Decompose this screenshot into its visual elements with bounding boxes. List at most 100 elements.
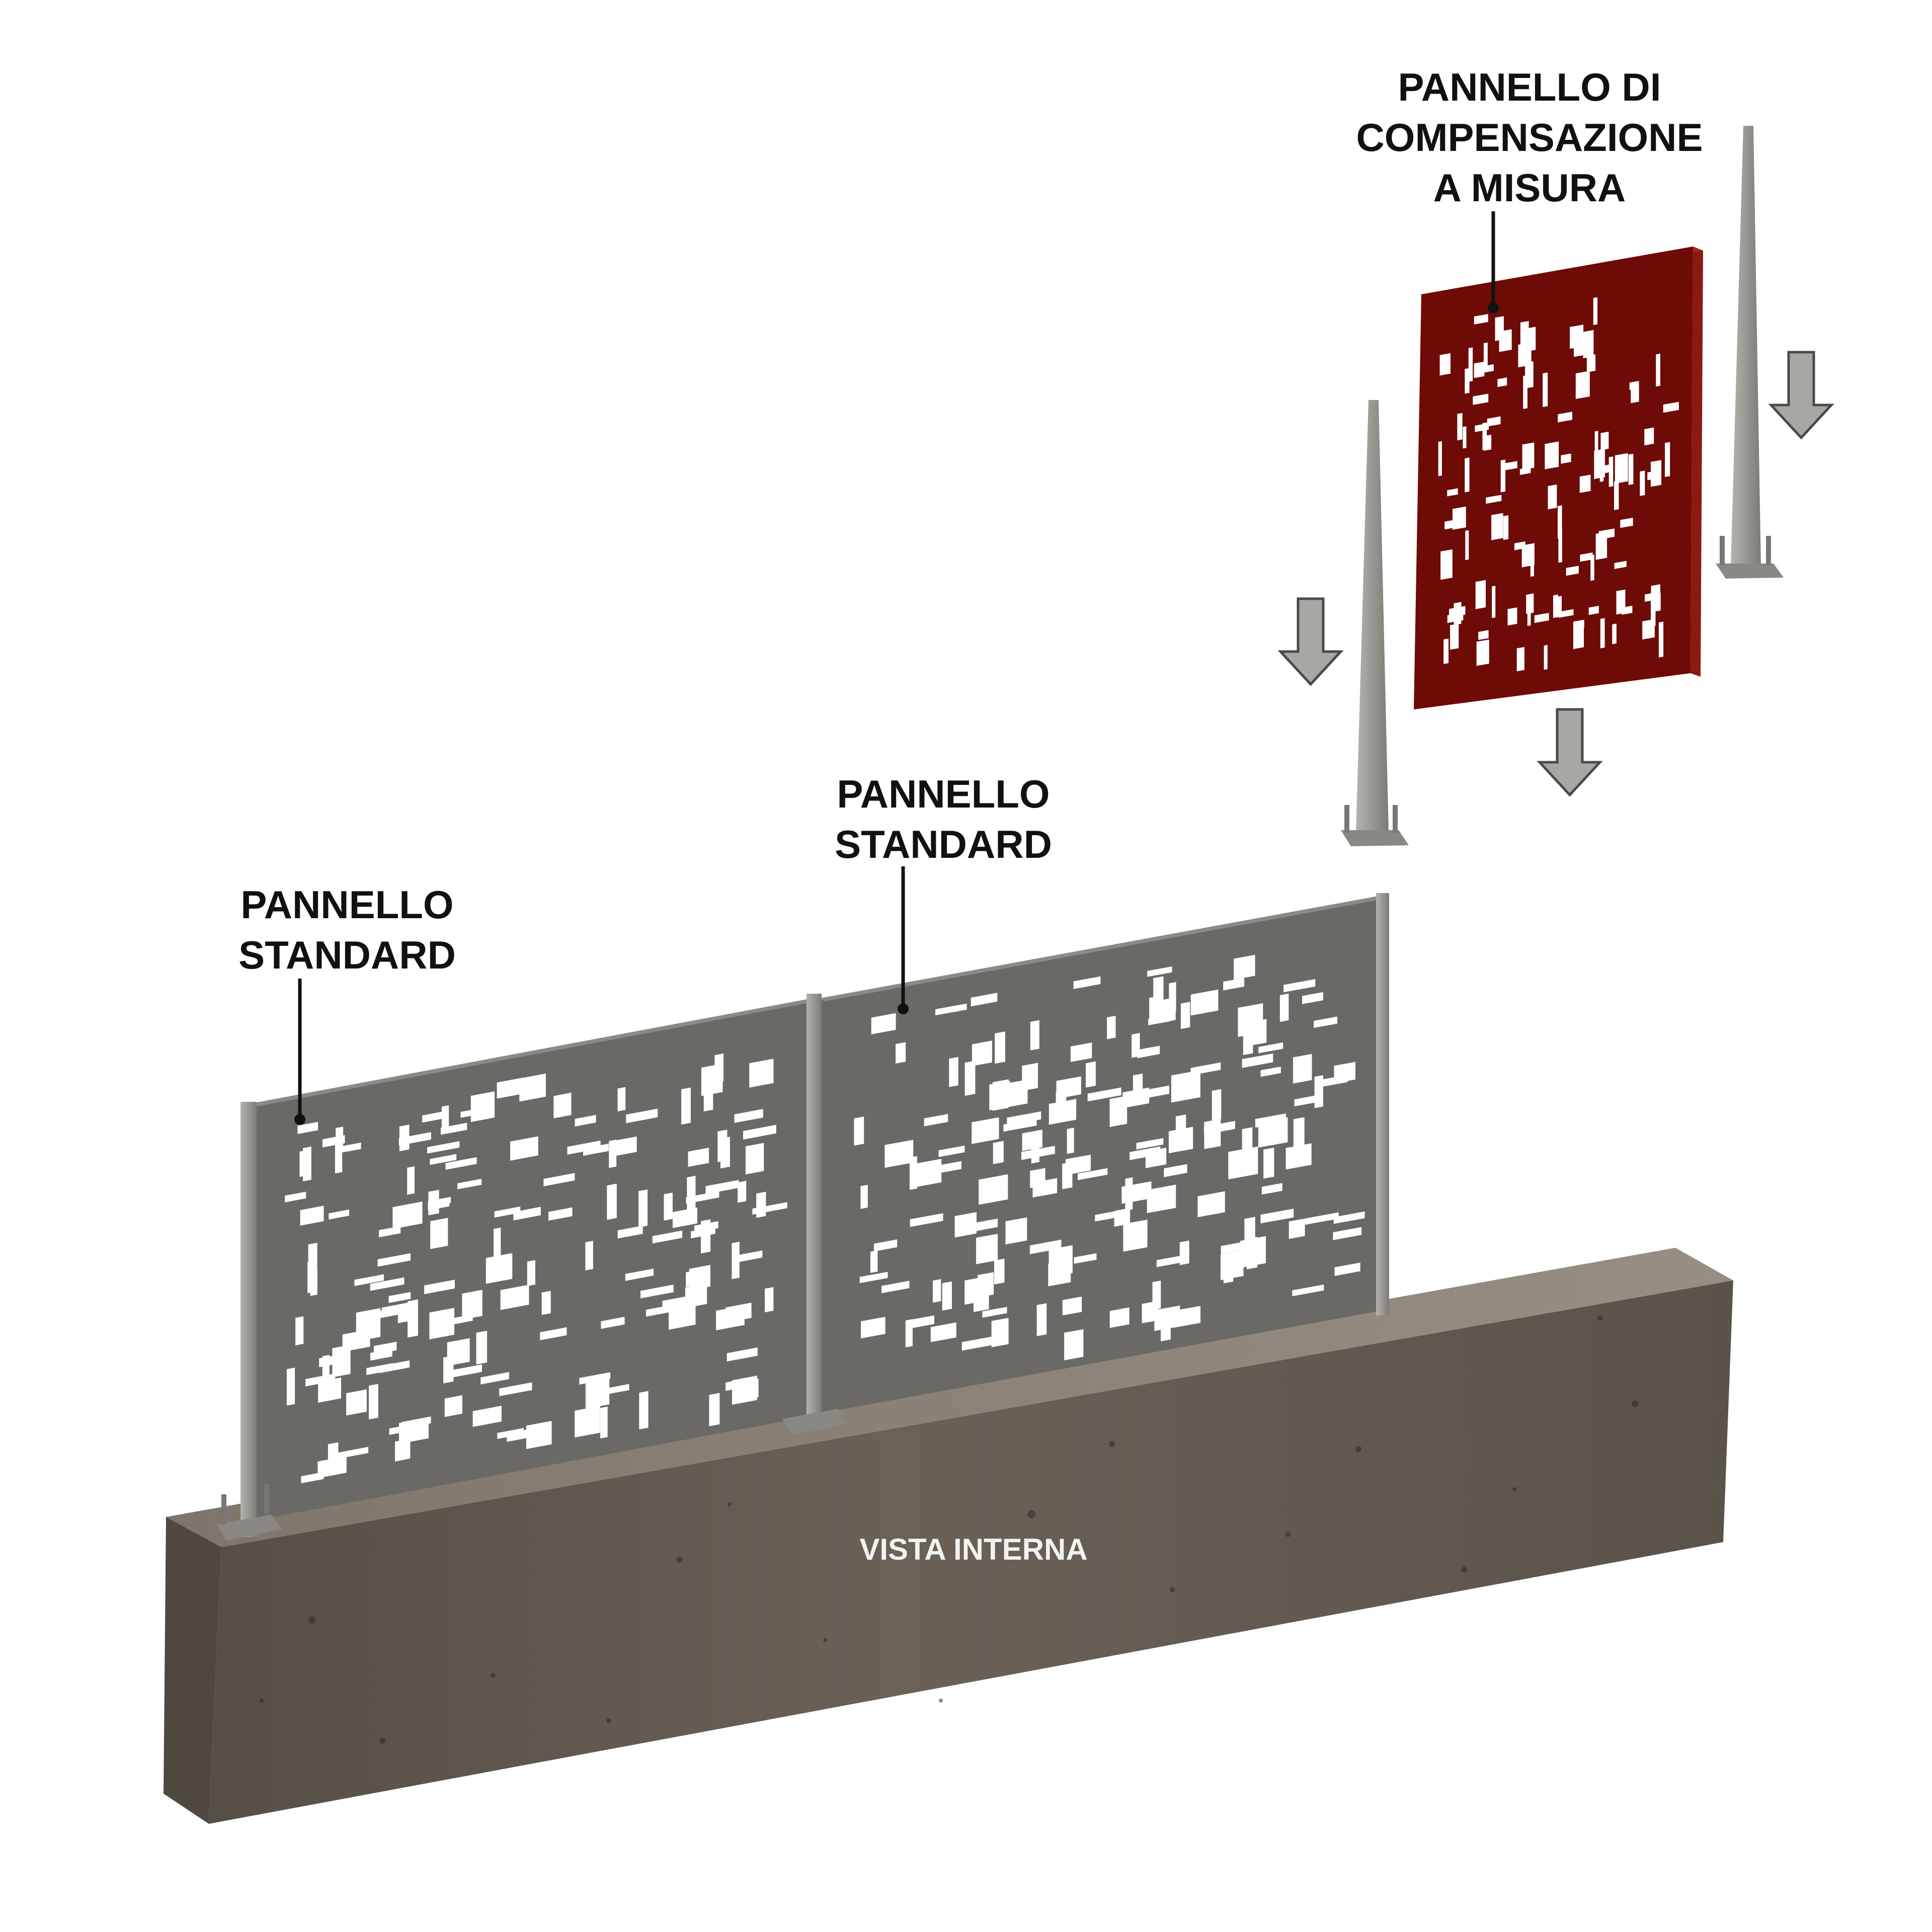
perforation-hole (881, 1280, 910, 1294)
perforation-hole (527, 1260, 535, 1286)
perforation-hole (1029, 1239, 1062, 1254)
perforation-hole (1616, 589, 1626, 615)
perforation-hole (625, 1268, 654, 1281)
perforation-hole (1234, 954, 1255, 980)
callout-text: STANDARD (238, 933, 456, 977)
panel-top-edge (247, 999, 818, 1107)
perforation-hole (370, 1277, 405, 1291)
perforation-hole (1545, 441, 1559, 469)
perforation-hole (1258, 1042, 1283, 1054)
perforation-hole (422, 1111, 446, 1123)
perforation-hole (737, 1250, 763, 1262)
perforation-hole (1228, 1146, 1258, 1180)
perforation-hole (1190, 989, 1219, 1016)
perforation-hole (1260, 1066, 1281, 1077)
perforation-hole (373, 1341, 397, 1355)
perforation-hole (1030, 1168, 1045, 1188)
perforation-hole (688, 1148, 709, 1167)
perforation-hole (1450, 623, 1459, 650)
perforation-hole (1595, 532, 1607, 560)
perforation-hole (443, 1355, 454, 1384)
perforation-hole (430, 1154, 457, 1165)
perforation-hole (1136, 1138, 1164, 1150)
perforation-hole (1021, 1146, 1055, 1160)
perforation-hole (585, 1376, 610, 1409)
perforation-hole (1153, 976, 1164, 1008)
perforation-hole (912, 1315, 934, 1328)
perforation-hole (705, 1180, 739, 1194)
perforation-hole (1620, 518, 1633, 528)
post (1376, 893, 1389, 1316)
perforation-hole (356, 1308, 381, 1342)
perforation-hole (1491, 513, 1503, 540)
perforation-hole (949, 1057, 958, 1087)
perforation-hole (745, 1143, 764, 1175)
perforation-hole (1443, 638, 1449, 664)
perforation-hole (1573, 619, 1584, 650)
perforation-hole (430, 1218, 448, 1249)
perforation-hole (1557, 505, 1562, 539)
perforation-hole (1293, 1054, 1312, 1084)
perforation-hole (1168, 1126, 1193, 1154)
perforation-hole (646, 1305, 673, 1317)
perforation-hole (1614, 560, 1627, 569)
perforation-hole (1492, 586, 1496, 618)
perforation-hole (1543, 372, 1548, 407)
perforation-hole (1588, 606, 1599, 615)
perforation-hole (392, 1201, 423, 1229)
perforation-hole (1612, 623, 1617, 645)
wall-long-face (209, 1280, 1733, 1824)
perforation-hole (500, 1284, 529, 1310)
base-plate (782, 1409, 848, 1435)
perforation-hole (861, 1317, 886, 1339)
perforation-hole (961, 1336, 994, 1351)
perforation-hole (896, 1042, 906, 1064)
perforation-hole (1474, 314, 1488, 325)
perforation-hole (1454, 602, 1462, 625)
perforation-hole (381, 1303, 405, 1315)
perforation-hole (1334, 1062, 1355, 1084)
perforation-hole (335, 1141, 343, 1174)
perforation-hole (617, 1087, 626, 1111)
perforation-hole (445, 1157, 477, 1170)
perforation-hole (1644, 427, 1654, 446)
perforation-hole (859, 1271, 888, 1283)
perforation-hole (1030, 1020, 1039, 1051)
perforation-hole (585, 1241, 593, 1270)
perforation-hole (717, 1130, 728, 1162)
perforation-hole (1258, 1117, 1288, 1148)
perforation-hole (1003, 1118, 1037, 1132)
base-plate (216, 1514, 282, 1541)
perforation-hole (567, 1140, 601, 1155)
perforation-hole (1444, 520, 1456, 530)
perforation-hole (1465, 457, 1470, 493)
perforation-hole (354, 1274, 384, 1286)
callout-standard-panel-right: PANNELLO STANDARD (835, 772, 1052, 1014)
perforation-hole (993, 1141, 1004, 1164)
perforation-hole (1514, 541, 1525, 550)
perforation-hole (1125, 1177, 1133, 1211)
perforation-hole (638, 1189, 648, 1228)
callout-standard-panel-left: PANNELLO STANDARD (238, 882, 456, 1125)
post (807, 994, 822, 1429)
perforation-hole (1615, 453, 1628, 484)
perforation-hole (686, 1267, 710, 1287)
leader-dot (294, 1114, 305, 1125)
perforation-hole (971, 993, 998, 1007)
callout-custom-panel: PANNELLO DI COMPENSAZIONE A MISURA (1356, 65, 1703, 313)
perforation-hole (1114, 1208, 1131, 1227)
perforation-hole (553, 1092, 572, 1118)
perforation-hole (924, 1114, 948, 1126)
perforation-hole (510, 1136, 538, 1161)
perforation-hole (1156, 1255, 1185, 1267)
callout-text: STANDARD (835, 822, 1052, 866)
standard-panel-right (818, 896, 1389, 1414)
perforation-hole (976, 1234, 998, 1264)
perforation-hole (322, 1354, 330, 1379)
perforation-hole (575, 1114, 596, 1127)
perforation-hole (1314, 1075, 1323, 1108)
perforation-hole (1558, 412, 1572, 423)
perforation-hole (1333, 1227, 1362, 1240)
perforation-hole (338, 1142, 361, 1154)
